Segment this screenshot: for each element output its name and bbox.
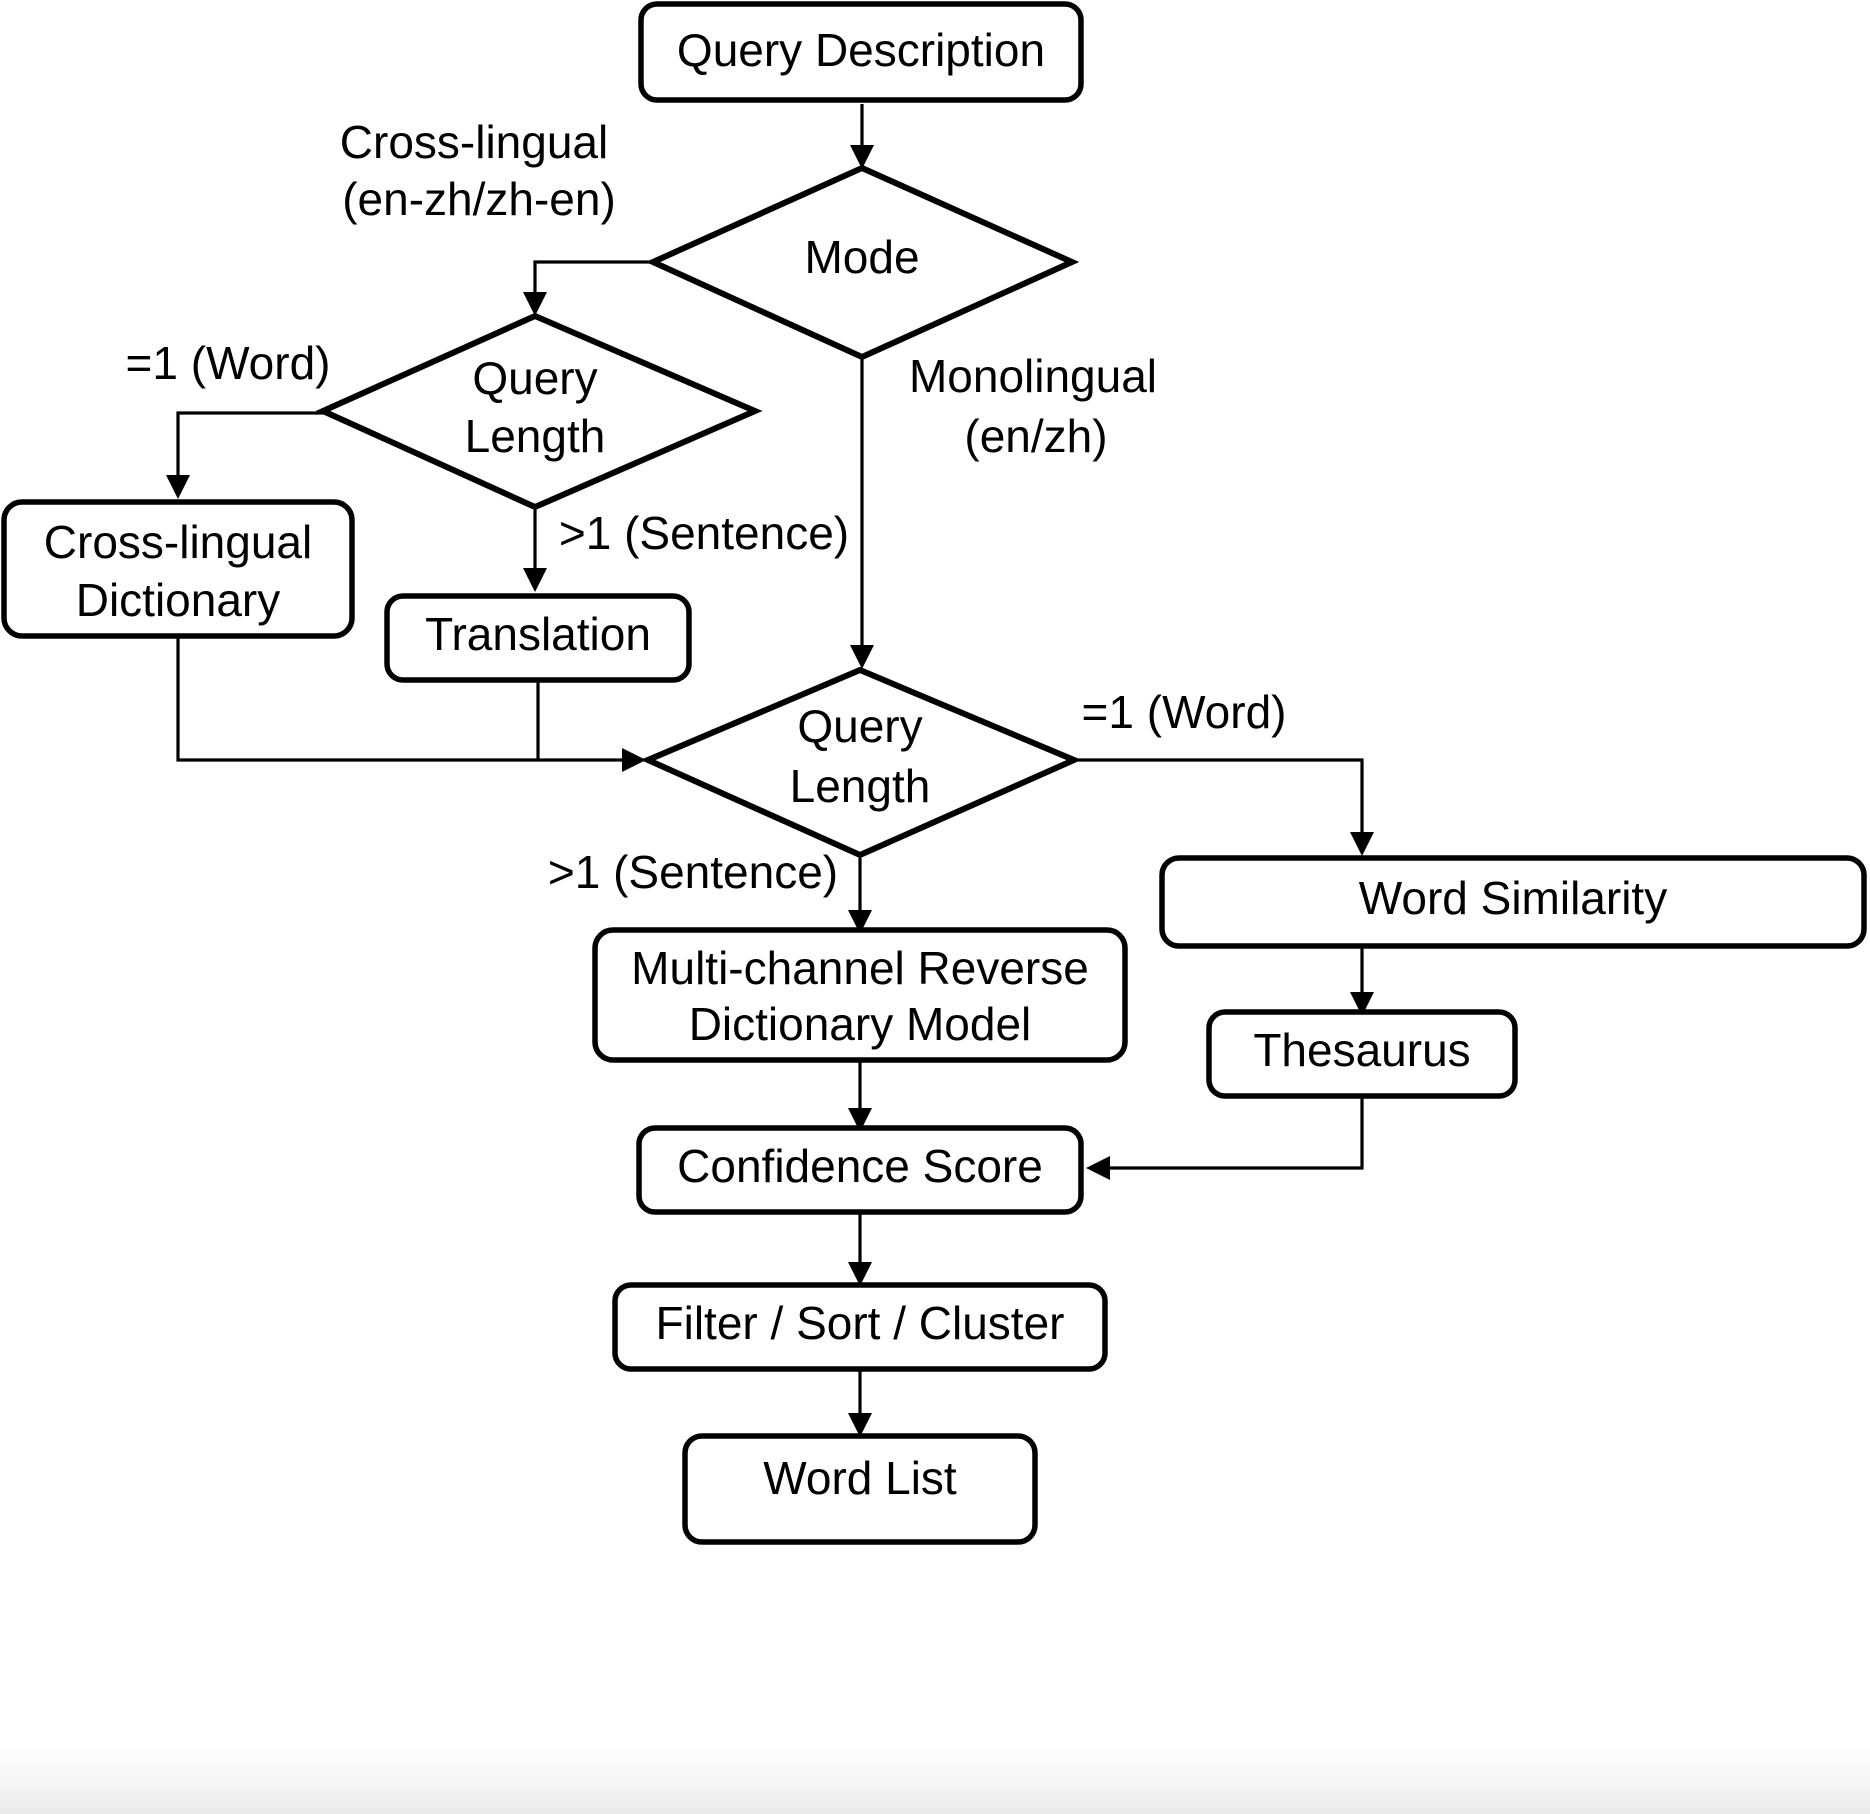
thesaurus-label: Thesaurus	[1253, 1024, 1470, 1076]
mode-diamond[interactable]	[645, 164, 1080, 361]
query-length-top-diamond[interactable]	[315, 312, 763, 511]
multi-channel-model-label-line2: Dictionary Model	[689, 998, 1032, 1050]
query-length-bottom-label-line1: Query	[797, 700, 922, 752]
node-query-length-top[interactable]: Query Length	[315, 312, 763, 511]
multi-channel-model-label-line1: Multi-channel Reverse	[631, 942, 1089, 994]
node-confidence-score[interactable]: Confidence Score	[636, 1125, 1084, 1215]
node-cross-lingual-dictionary[interactable]: Cross-lingual Dictionary	[1, 499, 355, 639]
confidence-score-label: Confidence Score	[677, 1140, 1043, 1192]
node-query-length-bottom[interactable]: Query Length	[640, 666, 1082, 859]
multi-channel-model-box[interactable]	[592, 927, 1128, 1063]
word-similarity-label: Word Similarity	[1359, 872, 1667, 924]
edge-label-word-bottom: =1 (Word)	[1082, 686, 1287, 738]
mode-label: Mode	[804, 231, 919, 283]
edge-label-sentence-top: >1 (Sentence)	[559, 507, 849, 559]
query-length-bottom-diamond[interactable]	[640, 666, 1082, 859]
translation-label: Translation	[425, 608, 651, 660]
edge-cross-lingual-dictionary-to-query-length-bottom	[176, 635, 646, 772]
edge-mode-to-query-length-top	[523, 260, 660, 316]
filter-sort-cluster-label: Filter / Sort / Cluster	[656, 1297, 1065, 1349]
edge-label-monolingual-line2: (en/zh)	[964, 410, 1107, 462]
node-word-list[interactable]: Word List	[682, 1433, 1038, 1545]
confidence-score-box[interactable]	[636, 1125, 1084, 1215]
edge-query-length-bottom-to-word-similarity	[1078, 758, 1374, 856]
query-description-box[interactable]	[638, 1, 1084, 103]
edge-query-length-top-to-cross-lingual-dictionary	[166, 411, 330, 499]
cross-lingual-dictionary-label-line2: Dictionary	[76, 574, 281, 626]
node-filter-sort-cluster[interactable]: Filter / Sort / Cluster	[612, 1282, 1108, 1372]
node-thesaurus[interactable]: Thesaurus	[1206, 1009, 1518, 1099]
edge-label-sentence-bottom: >1 (Sentence)	[548, 846, 838, 898]
cross-lingual-dictionary-label-line1: Cross-lingual	[44, 516, 312, 568]
query-description-label: Query Description	[677, 24, 1045, 76]
edge-label-monolingual-line1: Monolingual	[909, 350, 1157, 402]
node-word-similarity[interactable]: Word Similarity	[1159, 855, 1867, 949]
edge-label-word-top: =1 (Word)	[126, 337, 331, 389]
edge-label-cross-lingual-line2: (en-zh/zh-en)	[342, 173, 616, 225]
thesaurus-box[interactable]	[1206, 1009, 1518, 1099]
edge-label-cross-lingual-line1: Cross-lingual	[340, 116, 608, 168]
cross-lingual-dictionary-box[interactable]	[1, 499, 355, 639]
word-similarity-box[interactable]	[1159, 855, 1867, 949]
node-mode[interactable]: Mode	[645, 164, 1080, 361]
node-translation[interactable]: Translation	[384, 593, 692, 683]
word-list-box[interactable]	[682, 1433, 1038, 1545]
query-length-bottom-label-line2: Length	[790, 760, 931, 812]
node-multi-channel-model[interactable]: Multi-channel Reverse Dictionary Model	[592, 927, 1128, 1063]
node-query-description[interactable]: Query Description	[638, 1, 1084, 103]
query-length-top-label-line2: Length	[465, 410, 606, 462]
filter-sort-cluster-box[interactable]	[612, 1282, 1108, 1372]
translation-box[interactable]	[384, 593, 692, 683]
word-list-label: Word List	[763, 1452, 957, 1504]
query-length-top-label-line1: Query	[472, 352, 597, 404]
edge-thesaurus-to-confidence-score	[1086, 1092, 1364, 1180]
